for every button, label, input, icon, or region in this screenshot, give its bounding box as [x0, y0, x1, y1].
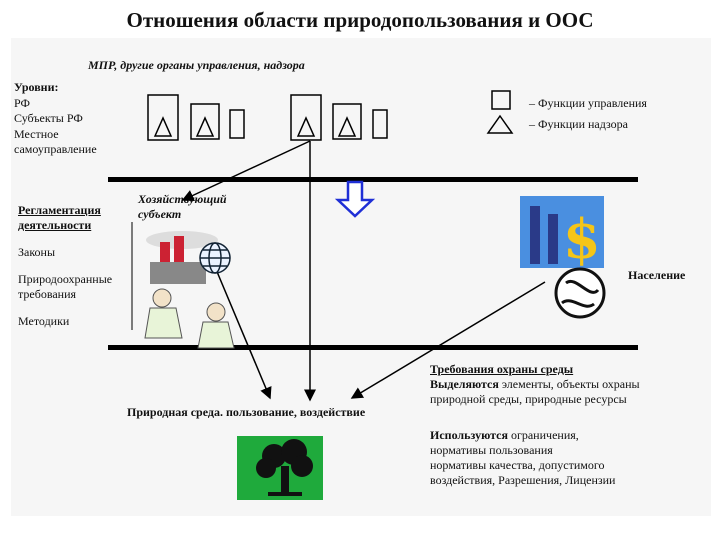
tree-icon [237, 436, 323, 500]
legend-supervision-label: – Функции надзора [529, 117, 628, 131]
legend-square-icon [491, 90, 511, 110]
laws-label: Законы [18, 245, 56, 259]
arrow-to-nature-2 [209, 254, 272, 400]
requirements-allocated-2: природной среды, природные ресурсы [430, 392, 627, 406]
lower-divider [108, 345, 638, 350]
level-local: Местное [14, 127, 59, 141]
population-label: Население [628, 268, 686, 282]
requirements-used: Используются ограничения, [430, 428, 579, 442]
management-icon [147, 94, 245, 141]
businessman-clipart [144, 288, 235, 349]
globe-icon [199, 242, 231, 274]
money-clipart: $ [520, 196, 604, 271]
regulation-label-2: деятельности [18, 218, 92, 232]
page-title: Отношения области природопользования и О… [126, 8, 594, 32]
svg-text:$: $ [563, 207, 601, 271]
authorities-label: МПР, другие органы управления, надзора [88, 58, 305, 72]
supervision-icon [296, 116, 357, 137]
level-rf: РФ [14, 96, 30, 110]
env-requirements-2: требования [18, 287, 77, 301]
requirements-used-2: нормативы качества, допустимого [430, 458, 605, 472]
requirements-allocated: Выделяются элементы, объекты охраны [430, 377, 640, 391]
subject-label-2: субъект [138, 207, 182, 221]
population-clipart [554, 267, 606, 319]
management-icon [290, 94, 388, 141]
upper-divider [108, 177, 638, 182]
requirements-used-3: воздействия, Разрешения, Лицензии [430, 473, 616, 487]
legend-management-label: – Функции управления [529, 96, 647, 110]
requirements-used-1: нормативы пользования [430, 443, 553, 457]
requirements-heading: Требования охраны среды [430, 362, 574, 376]
level-selfgov: самоуправление [14, 142, 97, 156]
methods-label: Методики [18, 314, 70, 328]
regulation-label-1: Регламентация [18, 203, 101, 217]
supervision-icon [153, 116, 215, 137]
levels-heading: Уровни: [14, 80, 59, 94]
arrow-to-subject [181, 140, 311, 202]
factory-clipart [146, 231, 218, 284]
nature-label: Природная среда. пользование, воздействи… [127, 405, 366, 419]
legend-triangle-icon [486, 114, 514, 134]
down-arrow-icon [334, 180, 376, 218]
env-requirements-1: Природоохранные [18, 272, 113, 286]
level-subjects: Субъекты РФ [14, 111, 83, 125]
arrow-to-nature-3 [350, 281, 546, 399]
